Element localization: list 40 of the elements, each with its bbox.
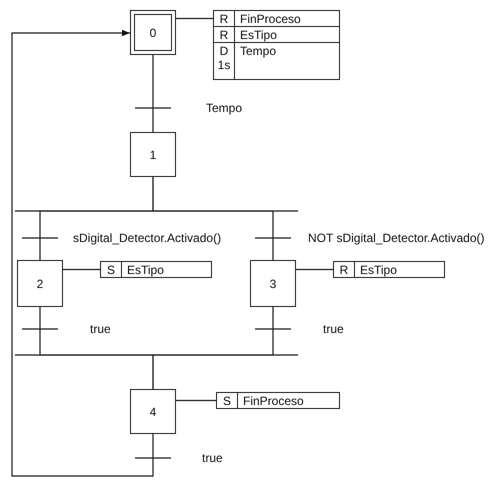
action-row	[100, 261, 212, 278]
action-name: EsTipo	[126, 262, 165, 277]
action-qualifier: D 1s	[214, 43, 235, 79]
step-number: 3	[270, 276, 276, 290]
transition-condition: true	[323, 322, 344, 336]
action-row	[213, 26, 340, 43]
connector-line	[152, 307, 274, 389]
action-qualifier: R	[334, 262, 355, 277]
connector-line	[176, 400, 216, 402]
action-name: EsTipo	[359, 262, 398, 277]
action-row	[213, 10, 340, 27]
transition-condition: sDigital_Detector.Activado()	[73, 231, 222, 245]
step-number: 2	[36, 276, 44, 290]
transition-condition: true	[90, 322, 111, 336]
step-box	[130, 389, 176, 434]
transition-condition: NOT sDigital_Detector.Activado()	[308, 231, 485, 245]
initial-step-box	[130, 10, 176, 55]
transition-condition: Tempo	[206, 101, 242, 115]
action-name: Tempo	[239, 43, 278, 60]
action-qualifier: S	[217, 393, 238, 408]
arrow	[11, 30, 154, 477]
action-name: FinProceso	[242, 393, 305, 408]
action-row	[216, 392, 340, 409]
connector-line	[63, 268, 100, 270]
connector-line	[152, 55, 154, 132]
step-box	[17, 260, 63, 307]
transition-condition: true	[202, 451, 223, 465]
action-row	[333, 261, 445, 278]
step-number: 4	[150, 404, 156, 418]
action-name: EsTipo	[239, 27, 278, 42]
step-box	[130, 132, 176, 177]
step-number: 1	[150, 148, 156, 162]
connector-line	[296, 268, 333, 270]
step-number: 0	[150, 26, 156, 40]
connector-line	[152, 177, 274, 260]
action-row	[213, 42, 340, 80]
connector-line	[176, 18, 213, 20]
action-qualifier: S	[101, 262, 122, 277]
step-box	[250, 260, 296, 307]
action-name: FinProceso	[239, 11, 302, 26]
